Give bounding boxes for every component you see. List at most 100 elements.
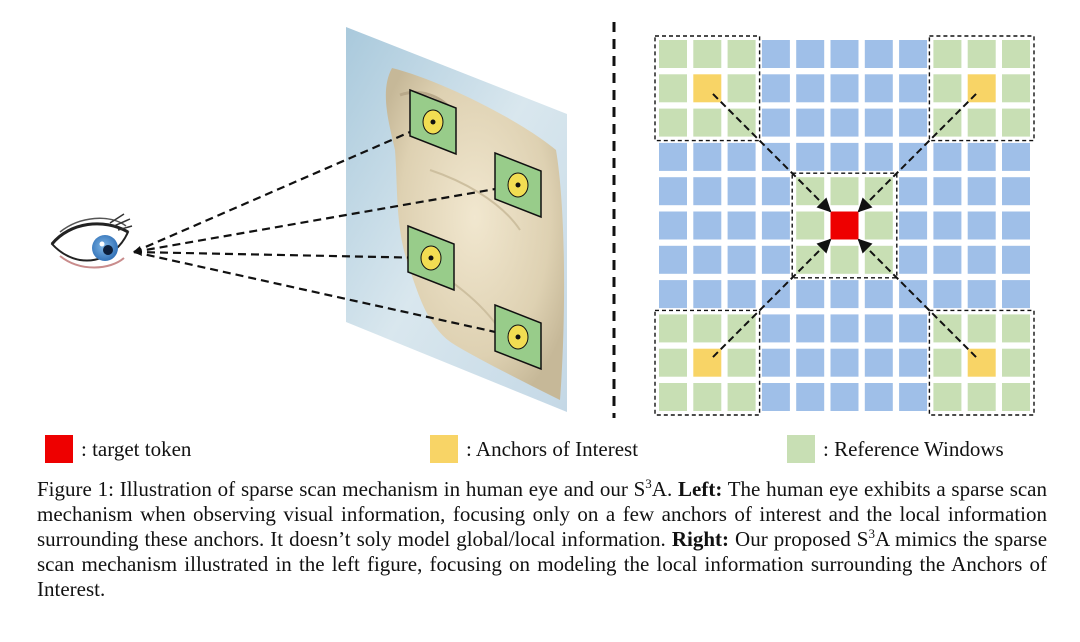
grid-cell — [796, 314, 825, 343]
reference-token — [659, 108, 687, 137]
caption-right-prefix: Our proposed S — [735, 527, 869, 551]
grid-cell — [761, 108, 790, 137]
grid-cell — [796, 74, 825, 103]
reference-token — [864, 211, 893, 240]
legend-anchor-label: : Anchors of Interest — [466, 436, 639, 461]
illustration-figure — [50, 22, 1035, 418]
window-outline — [654, 35, 761, 142]
grid-cell — [796, 280, 825, 309]
reference-token — [727, 383, 756, 411]
grid-cell — [933, 211, 962, 240]
grid-cell — [899, 348, 928, 377]
window-outline — [928, 35, 1035, 142]
grid-cell — [967, 280, 996, 309]
grid-cell — [830, 348, 859, 377]
reference-token — [1002, 314, 1030, 343]
grid-cell — [864, 74, 893, 103]
caption-left-label: Left: — [678, 477, 723, 501]
grid-cell — [899, 74, 928, 103]
grid-cell — [933, 142, 962, 171]
grid-cell — [693, 142, 722, 171]
anchor-arrows — [712, 93, 977, 358]
legend-reference: : Reference Windows — [787, 433, 1004, 465]
grid-cell — [796, 108, 825, 137]
reference-token — [933, 40, 962, 68]
grid-cell — [659, 142, 687, 171]
legend-target: : target token — [45, 433, 191, 465]
grid-cell — [1002, 211, 1030, 240]
reference-token — [796, 211, 825, 240]
anchor-arrow — [857, 93, 977, 213]
reference-token — [727, 40, 756, 68]
window-outlines — [654, 35, 1035, 416]
grid-cell — [864, 280, 893, 309]
grid-cell — [864, 40, 893, 68]
grid-cell — [864, 108, 893, 137]
reference-token — [933, 383, 962, 411]
caption-after-sup: A. — [651, 477, 673, 501]
grid-cell — [761, 245, 790, 274]
grid-cell — [899, 108, 928, 137]
reference-token — [727, 348, 756, 377]
caption-sup: 3 — [645, 476, 652, 491]
window-outline — [928, 309, 1035, 416]
grid-cell — [967, 142, 996, 171]
grid-cell — [933, 280, 962, 309]
target-token — [830, 211, 859, 240]
focus-point — [428, 255, 434, 261]
reference-token — [693, 314, 722, 343]
reference-token — [830, 177, 859, 206]
reference-swatch — [787, 435, 815, 463]
grid-cell — [967, 177, 996, 206]
reference-token — [967, 314, 996, 343]
grid-cell — [967, 245, 996, 274]
reference-token — [659, 348, 687, 377]
grid-cell — [864, 142, 893, 171]
anchor-arrow — [857, 238, 977, 358]
grid-cell — [796, 40, 825, 68]
grid-cell — [899, 245, 928, 274]
grid-cell — [761, 40, 790, 68]
focus-point — [430, 119, 436, 125]
grid-cell — [693, 245, 722, 274]
grid-cell — [727, 142, 756, 171]
eye-icon — [50, 213, 133, 269]
grid-cell — [693, 280, 722, 309]
grid-cell — [933, 245, 962, 274]
grid-cell — [899, 383, 928, 411]
grid-cell — [693, 177, 722, 206]
reference-token — [659, 314, 687, 343]
anchor-arrow — [712, 238, 832, 358]
grid-cell — [727, 211, 756, 240]
legend-reference-label: : Reference Windows — [823, 436, 1004, 461]
legend-target-label: : target token — [81, 436, 192, 461]
grid-cell — [1002, 142, 1030, 171]
reference-token — [967, 108, 996, 137]
grid-cell — [693, 211, 722, 240]
figure-caption: Figure 1: Illustration of sparse scan me… — [37, 477, 1047, 602]
caption-prefix: Figure 1: Illustration of sparse scan me… — [37, 477, 646, 501]
grid-cell — [864, 314, 893, 343]
reference-token — [1002, 383, 1030, 411]
reference-token — [1002, 108, 1030, 137]
grid-cell — [830, 280, 859, 309]
reference-token — [830, 245, 859, 274]
grid-cell — [796, 383, 825, 411]
grid-cell — [659, 211, 687, 240]
reference-token — [727, 74, 756, 103]
grid-cell — [864, 348, 893, 377]
image-windows — [407, 88, 542, 371]
reference-token — [967, 383, 996, 411]
image-window — [494, 303, 542, 371]
grid-cell — [830, 74, 859, 103]
grid-cell — [659, 177, 687, 206]
caption-right-text: A mimics the sparse scan mechanism illus… — [37, 527, 1048, 601]
grid-cell — [899, 177, 928, 206]
caption-right-sup: 3 — [868, 526, 875, 541]
reference-token — [967, 40, 996, 68]
anchor-arrow — [712, 93, 832, 213]
image-window — [409, 88, 457, 156]
caption-left-text: The human eye exhibits a sparse scan mec… — [37, 477, 1048, 551]
legend-anchor: : Anchors of Interest — [430, 433, 638, 465]
focus-point — [515, 182, 521, 188]
